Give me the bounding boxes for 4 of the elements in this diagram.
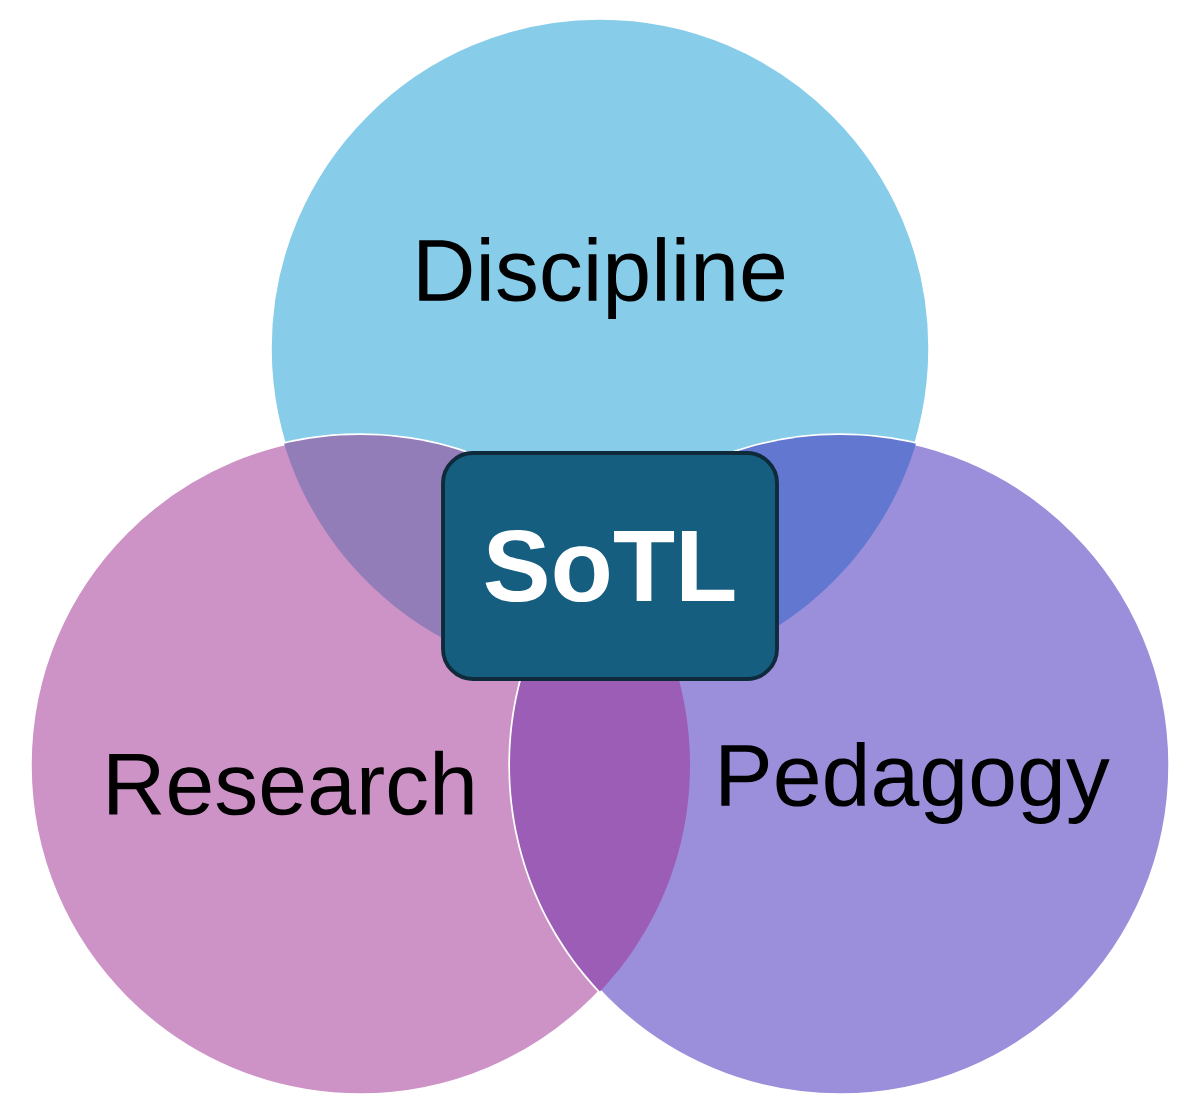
circle-label: Research: [109, 750, 473, 816]
circle-label: Discipline: [419, 237, 784, 319]
label-box: SoTL: [441, 451, 779, 681]
circle-label: Pedagogy: [721, 742, 1110, 824]
